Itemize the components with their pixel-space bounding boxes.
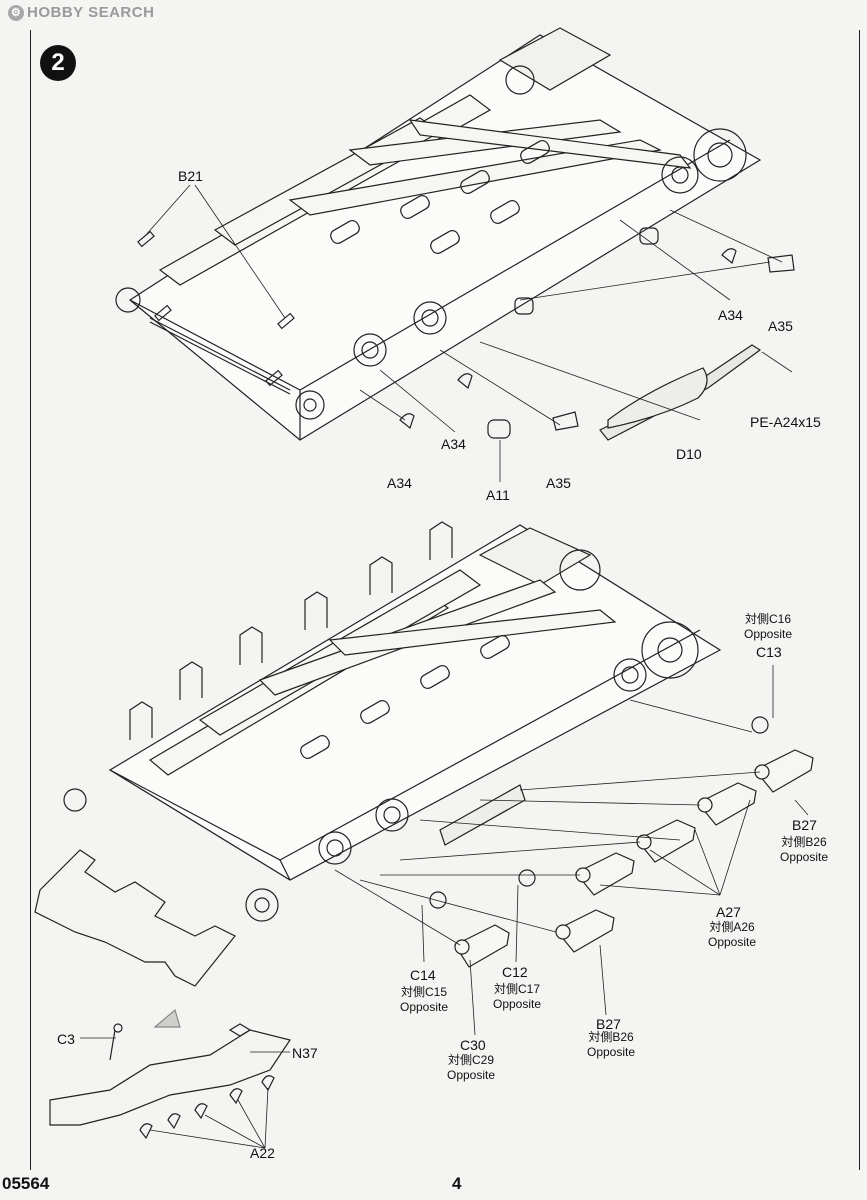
gear-icon: ⚙ [8,4,24,21]
top-leader-lines [144,184,793,482]
part-label-a34-left: A34 [387,475,412,491]
part-label-a35-right: A35 [768,318,793,334]
part-label-c29-note: 対側C29 Opposite [447,1053,495,1083]
b26-right-opposite-note: 対側B26 [781,835,827,849]
part-label-b21: B21 [178,168,203,184]
bottom-hull-drawing [34,521,814,987]
c29-opposite-note: 対側C29 [448,1053,495,1067]
part-label-a27: A27 [716,904,741,920]
step-number: 2 [40,45,76,81]
part-label-a34-right: A34 [718,307,743,323]
part-label-c14: C14 [410,967,436,983]
c17-opposite-text: Opposite [493,997,542,1011]
part-label-c15-note: 対側C15 Opposite [400,985,448,1015]
part-label-b27-right: B27 [792,817,817,833]
part-label-a22: A22 [250,1145,275,1161]
top-hull-drawing [115,27,795,441]
part-label-b26-bottom-note: 対側B26 Opposite [587,1030,635,1060]
a26-opposite-note: 対側A26 [709,920,755,934]
b26-bottom-opposite-note: 対側B26 [588,1030,634,1044]
bottom-leader-lines [334,665,809,1036]
c15-opposite-text: Opposite [400,1000,449,1014]
c15-opposite-note: 対側C15 [401,985,448,999]
part-label-a26-note: 対側A26 Opposite [708,920,756,950]
part-label-a35-mid: A35 [546,475,571,491]
page-number: 4 [452,1174,462,1193]
part-label-n37: N37 [292,1045,318,1061]
watermark-logo: ⚙ HOBBY SEARCH [8,4,154,21]
b26-bottom-opposite-text: Opposite [587,1045,636,1059]
a26-opposite-text: Opposite [708,935,757,949]
part-label-a34-mid: A34 [441,436,466,452]
part-label-b26-right-note: 対側B26 Opposite [780,835,828,865]
part-label-d10: D10 [676,446,702,462]
part-label-c16-note: 対側C16 Opposite [744,612,792,642]
kit-code: 05564 [2,1174,50,1193]
part-label-c3: C3 [57,1031,75,1047]
part-label-c12: C12 [502,964,528,980]
part-label-b27-bottom: B27 [596,1016,621,1032]
b26-right-opposite-text: Opposite [780,850,829,864]
part-label-a11: A11 [486,487,510,503]
page-frame [30,30,860,1170]
c29-opposite-text: Opposite [447,1068,496,1082]
part-label-pe: PE-A24x15 [750,414,821,430]
inset-drawing [49,1008,291,1149]
c16-opposite-note: 対側C16 [745,612,792,626]
watermark-text: HOBBY SEARCH [27,4,155,21]
c17-opposite-note: 対側C17 [494,982,541,996]
c16-opposite-text: Opposite [744,627,793,641]
part-label-c17-note: 対側C17 Opposite [493,982,541,1012]
part-label-c13: C13 [756,644,782,660]
part-label-c30: C30 [460,1037,486,1053]
